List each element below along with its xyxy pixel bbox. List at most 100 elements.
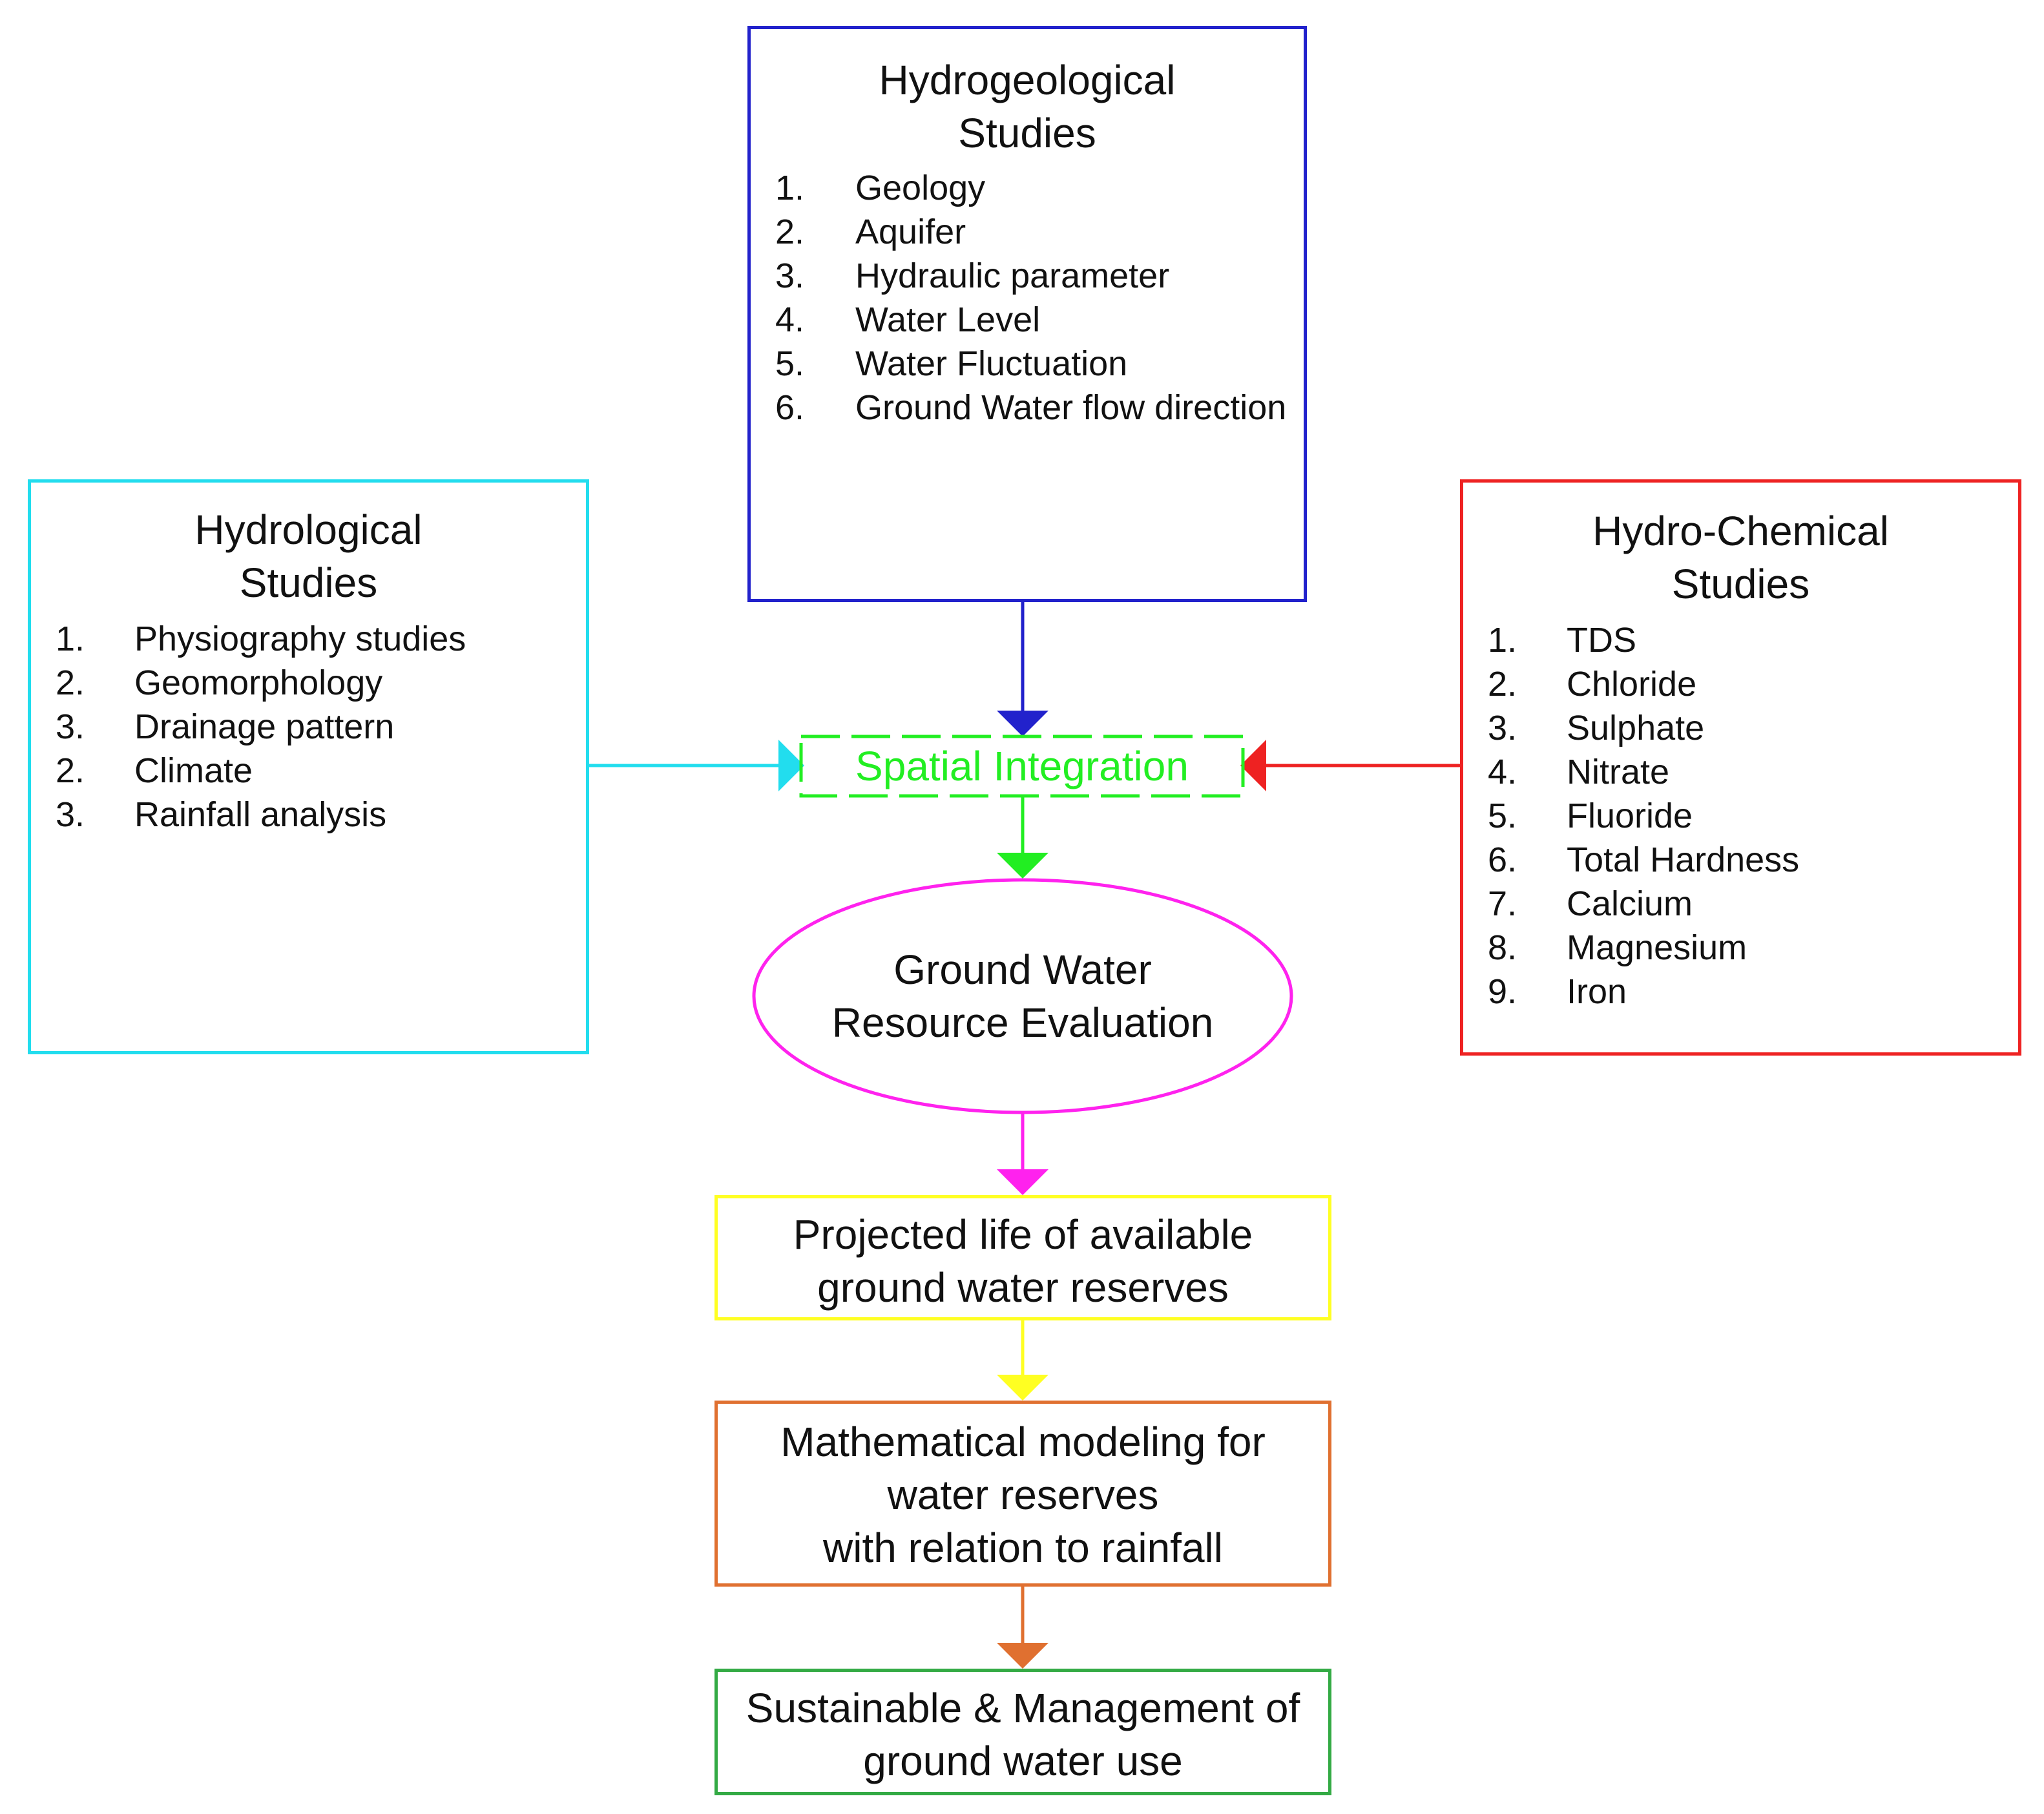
- modeling-line1: Mathematical modeling for: [780, 1419, 1266, 1465]
- hydrological-box: Hydrological Studies 1. Physiography stud…: [28, 479, 589, 1054]
- arrowhead-yellow: [997, 1375, 1048, 1401]
- list-item-number: 1.: [1488, 621, 1517, 660]
- list-item: 1. Physiography studies: [56, 617, 585, 661]
- list-item: 6. Ground Water flow direction: [775, 386, 1305, 430]
- projected-life-line1: Projected life of available: [793, 1211, 1253, 1258]
- list-item-text: Iron: [1567, 972, 1627, 1011]
- hydrogeological-list: 1. Geology 2.Aquifer 3. Hydraulic paramete…: [775, 166, 1305, 430]
- list-item-text: Sulphate: [1567, 709, 1705, 747]
- list-item-number: 5.: [1488, 797, 1517, 835]
- list-item: 3. Rainfall analysis: [56, 793, 585, 837]
- list-item: 5. Water Fluctuation: [775, 342, 1305, 386]
- list-item-number: 4.: [1488, 753, 1517, 791]
- list-item: 1. Geology: [775, 166, 1305, 210]
- spatial-integration-box: [799, 735, 1245, 798]
- list-item-number: 8.: [1488, 928, 1517, 967]
- list-item-text: Water Level: [855, 300, 1041, 339]
- list-item-text: Fluoride: [1567, 797, 1693, 835]
- arrowhead-green: [997, 853, 1048, 879]
- list-item-number: 2.: [56, 663, 85, 702]
- arrowhead-cyan: [778, 740, 804, 791]
- list-item-number: 7.: [1488, 884, 1517, 923]
- list-item: 3. Sulphate: [1488, 706, 2018, 750]
- list-item-text: TDS: [1567, 621, 1636, 660]
- hydrochemical-title: Hydro-Chemical Studies: [1463, 505, 2018, 610]
- sustainable-text: Sustainable & Management of ground water…: [718, 1682, 1328, 1788]
- list-item: 2. Climate: [56, 749, 585, 793]
- list-item-text: Water Fluctuation: [855, 344, 1128, 383]
- hydrological-title-line1: Hydrological: [194, 506, 422, 553]
- list-item-text: Physiography studies: [134, 620, 466, 658]
- list-item: 4. Water Level: [775, 298, 1305, 342]
- list-item: 6. Total Hardness: [1488, 838, 2018, 882]
- list-item: 8. Magnesium: [1488, 926, 2018, 970]
- spatial-integration-label: Spatial Integration: [855, 743, 1189, 789]
- projected-life-box: Projected life of available ground water…: [714, 1195, 1331, 1320]
- list-item-number: 5.: [775, 344, 805, 383]
- hydrological-list: 1. Physiography studies 2. Geomorphology 3…: [56, 617, 585, 837]
- list-item-text: Geomorphology: [134, 663, 383, 702]
- list-item-text: Climate: [134, 751, 253, 790]
- list-item-text: Rainfall analysis: [134, 795, 387, 834]
- list-item-number: 9.: [1488, 972, 1517, 1011]
- sustainable-box: Sustainable & Management of ground water…: [714, 1669, 1331, 1795]
- projected-life-line2: ground water reserves: [817, 1264, 1229, 1311]
- evaluation-ellipse: [752, 878, 1293, 1114]
- modeling-line3: with relation to rainfall: [823, 1525, 1223, 1571]
- list-item-text: Total Hardness: [1567, 840, 1800, 879]
- list-item-number: 3.: [1488, 709, 1517, 747]
- list-item: 2. Chloride: [1488, 662, 2018, 706]
- list-item-number: 3.: [56, 707, 85, 746]
- hydrogeological-title: Hydrogeological Studies: [751, 54, 1304, 160]
- list-item-number: 3.: [56, 795, 85, 834]
- hydrological-title: Hydrological Studies: [31, 503, 586, 609]
- list-item-number: 4.: [775, 300, 805, 339]
- arrowhead-magenta: [997, 1169, 1048, 1195]
- projected-life-text: Projected life of available ground water…: [718, 1208, 1328, 1314]
- list-item: 1. TDS: [1488, 618, 2018, 662]
- hydrogeological-title-line2: Studies: [958, 110, 1096, 156]
- hydrochemical-box: Hydro-Chemical Studies 1. TDS 2. Chloride …: [1460, 479, 2021, 1056]
- sustainable-line1: Sustainable & Management of: [746, 1685, 1300, 1731]
- arrowhead-orange: [997, 1643, 1048, 1669]
- modeling-line2: water reserves: [887, 1472, 1159, 1518]
- list-item: 4. Nitrate: [1488, 750, 2018, 794]
- arrowhead-red: [1240, 740, 1266, 791]
- list-item-text: Nitrate: [1567, 753, 1670, 791]
- sustainable-line2: ground water use: [863, 1738, 1183, 1784]
- evaluation-line2: Resource Evaluation: [831, 999, 1214, 1046]
- hydrogeological-box: Hydrogeological Studies 1. Geology 2.Aqui…: [747, 26, 1307, 602]
- hydrological-title-line2: Studies: [239, 559, 378, 606]
- list-item: 9. Iron: [1488, 970, 2018, 1014]
- list-item-number: 1.: [775, 169, 805, 207]
- list-item: 7. Calcium: [1488, 882, 2018, 926]
- list-item-number: 2.: [775, 213, 805, 251]
- list-item-number: 2.: [1488, 665, 1517, 704]
- hydrochemical-list: 1. TDS 2. Chloride 3. Sulphate 4. Nitrate 5.…: [1488, 618, 2018, 1014]
- list-item-text: Geology: [855, 169, 986, 207]
- evaluation-text: Ground Water Resource Evaluation: [754, 943, 1291, 1049]
- list-item-number: 1.: [56, 620, 85, 658]
- list-item-text: Drainage pattern: [134, 707, 395, 746]
- list-item: 5. Fluoride: [1488, 794, 2018, 838]
- list-item-number: 3.: [775, 256, 805, 295]
- list-item: 3. Drainage pattern: [56, 705, 585, 749]
- hydrochemical-title-line2: Studies: [1671, 561, 1810, 607]
- arrowhead-blue: [997, 711, 1048, 736]
- list-item-text: Ground Water flow direction: [855, 388, 1287, 427]
- list-item-number: 6.: [1488, 840, 1517, 879]
- hydrogeological-title-line1: Hydrogeological: [879, 57, 1176, 103]
- list-item: 2.Aquifer: [775, 210, 1305, 254]
- modeling-text: Mathematical modeling for water reserves…: [718, 1415, 1328, 1574]
- list-item-number: 6.: [775, 388, 805, 427]
- modeling-box: Mathematical modeling for water reserves…: [714, 1401, 1331, 1587]
- list-item-number: 2.: [56, 751, 85, 790]
- list-item-text: Chloride: [1567, 665, 1697, 704]
- list-item-text: Calcium: [1567, 884, 1693, 923]
- list-item-text: Hydraulic parameter: [855, 256, 1170, 295]
- hydrochemical-title-line1: Hydro-Chemical: [1592, 508, 1889, 554]
- evaluation-line1: Ground Water: [893, 946, 1152, 993]
- list-item-text: Magnesium: [1567, 928, 1747, 967]
- list-item: 2. Geomorphology: [56, 661, 585, 705]
